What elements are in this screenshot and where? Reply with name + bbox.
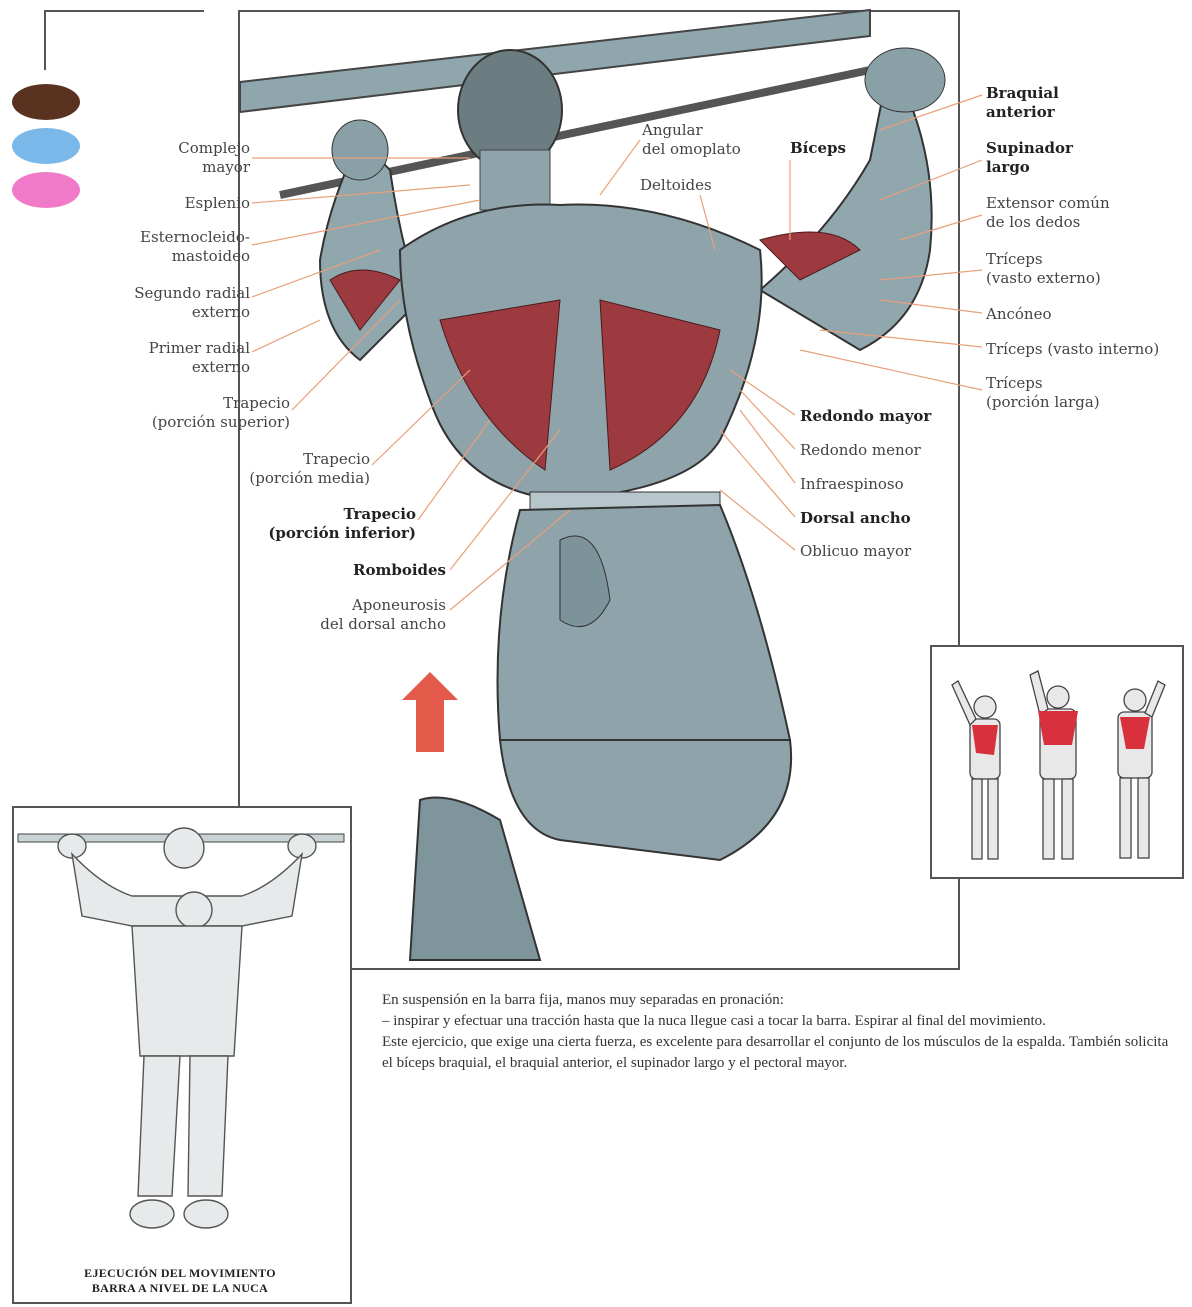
exercise-description: En suspensión en la barra fija, manos mu…	[382, 990, 1182, 1074]
label-triceps-externo: Tríceps(vasto externo)	[986, 250, 1101, 288]
legs	[500, 740, 791, 860]
label-trapecio-superior: Trapecio(porción superior)	[152, 394, 290, 432]
description-p1: En suspensión en la barra fija, manos mu…	[382, 990, 1182, 1011]
label-redondo-menor: Redondo menor	[800, 441, 921, 460]
execution-figure	[12, 806, 352, 1266]
label-infraespinoso: Infraespinoso	[800, 475, 904, 494]
up-arrow-icon	[402, 672, 458, 752]
label-trapecio-media: Trapecio(porción media)	[249, 450, 370, 488]
description-p3: Este ejercicio, que exige una cierta fue…	[382, 1032, 1182, 1074]
inset-highlight-back	[972, 725, 998, 755]
label-triceps-larga: Tríceps(porción larga)	[986, 374, 1100, 412]
label-triceps-interno: Tríceps (vasto interno)	[986, 340, 1159, 359]
inset-highlight-chest	[1038, 711, 1078, 745]
hips	[498, 505, 791, 740]
label-dorsal-ancho: Dorsal ancho	[800, 509, 911, 528]
label-anconeo: Ancóneo	[986, 305, 1052, 324]
label-trapecio-inferior: Trapecio(porción inferior)	[268, 505, 416, 543]
label-deltoides: Deltoides	[640, 176, 712, 195]
inset-figures	[930, 645, 1184, 879]
label-romboides: Romboides	[353, 561, 446, 580]
label-esplenio: Esplenio	[185, 194, 250, 213]
label-biceps: Bíceps	[790, 139, 846, 158]
label-esternocleido: Esternocleido-mastoideo	[140, 228, 250, 266]
label-oblicuo-mayor: Oblicuo mayor	[800, 542, 911, 561]
label-redondo-mayor: Redondo mayor	[800, 407, 931, 426]
feet	[410, 798, 540, 961]
description-p2: – inspirar y efectuar una tracción hasta…	[382, 1011, 1182, 1032]
